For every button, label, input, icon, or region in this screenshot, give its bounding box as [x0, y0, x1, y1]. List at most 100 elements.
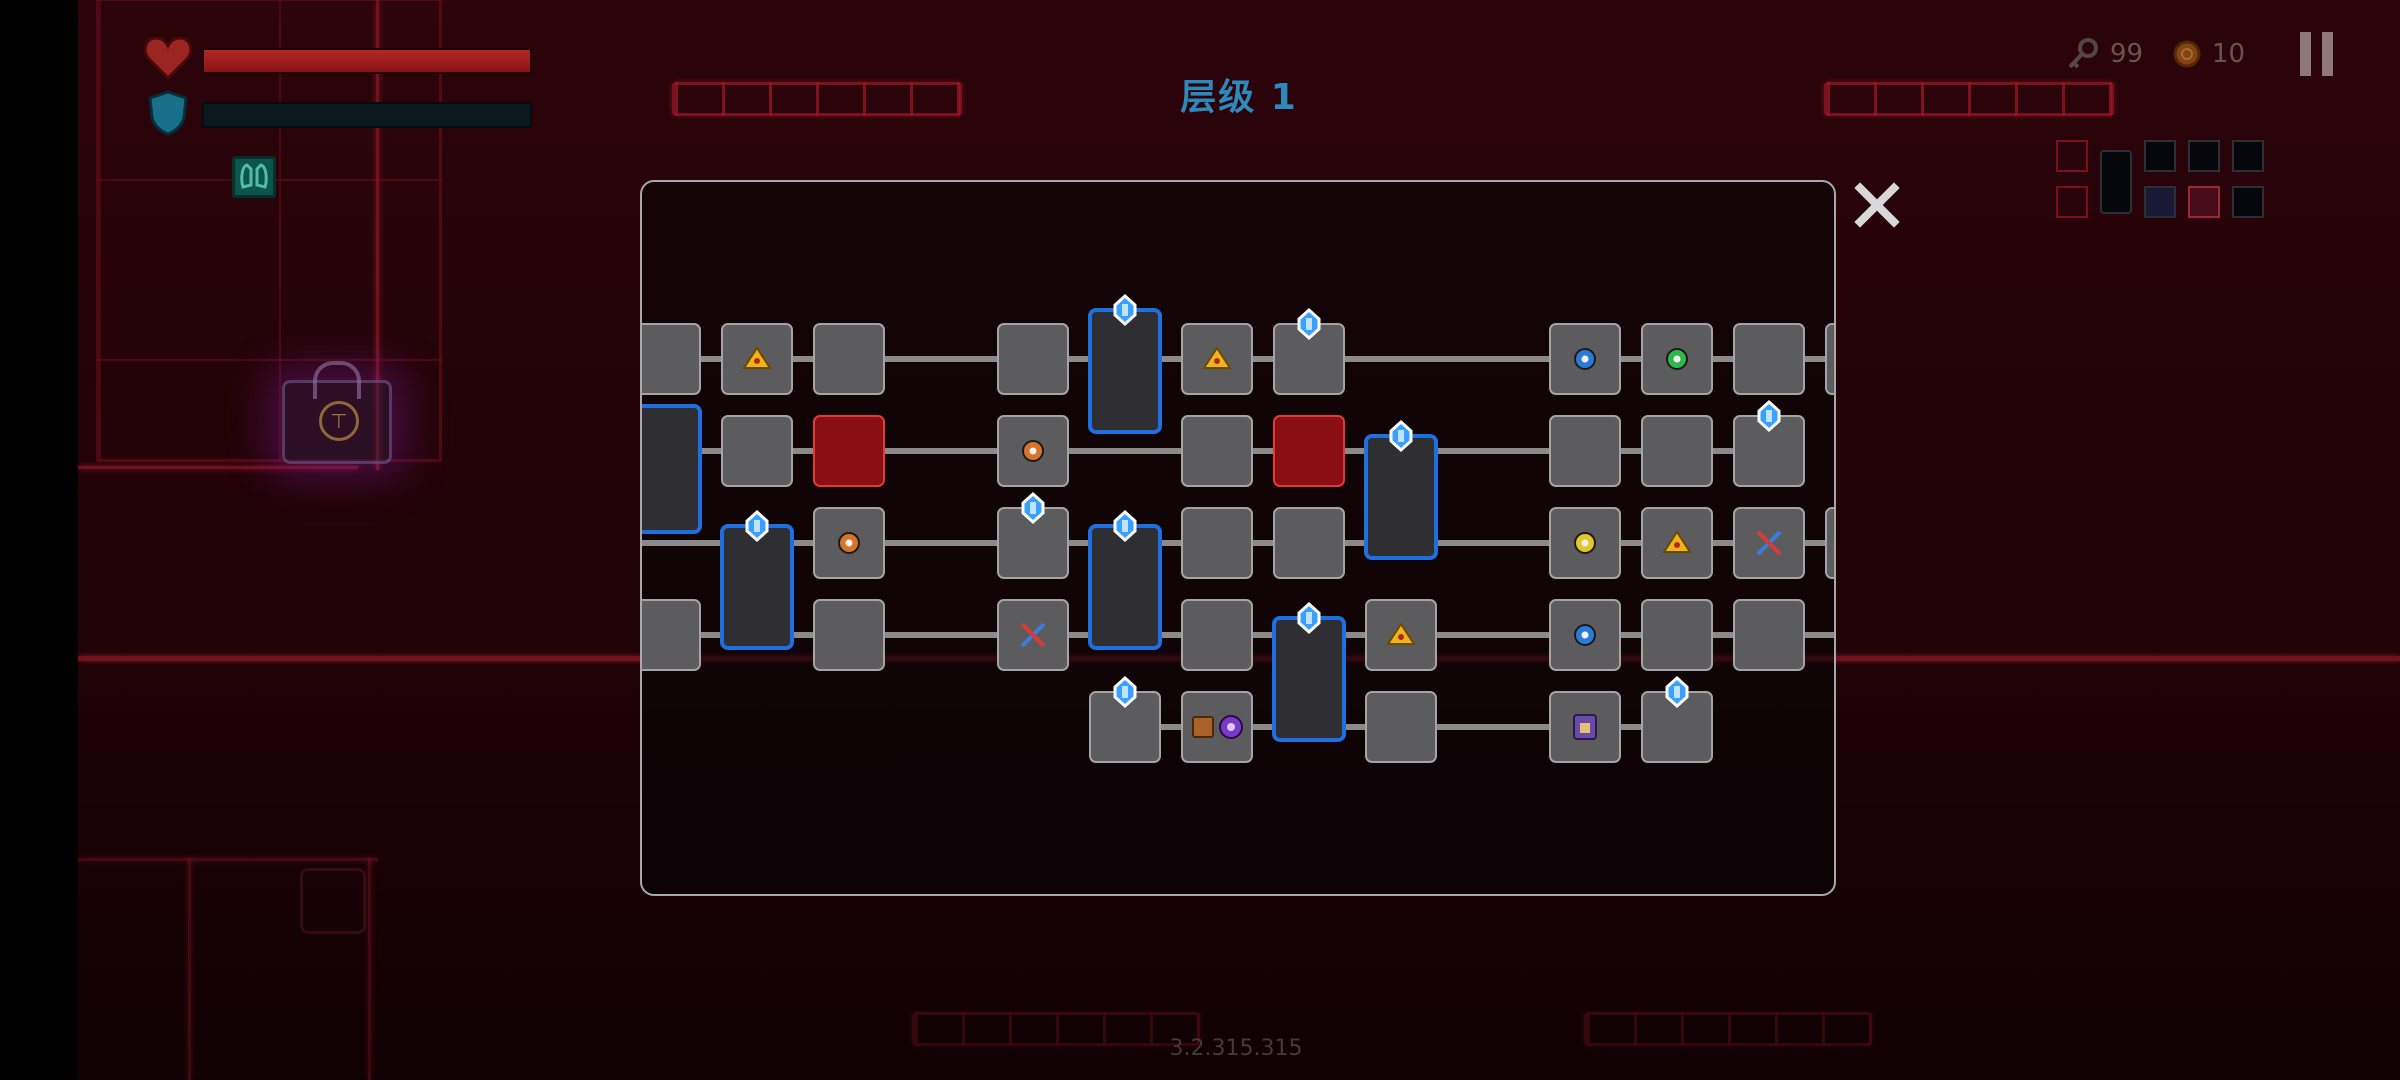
- faded-lock-icon: [300, 868, 366, 934]
- close-map-button[interactable]: [1852, 180, 1902, 230]
- locked-chest-icon-lock: [1580, 723, 1590, 733]
- keys-count: 99: [2110, 39, 2144, 69]
- minimap-cell: [2188, 186, 2220, 218]
- heart-icon: [144, 36, 192, 80]
- locked-chest[interactable]: ⊤: [282, 361, 392, 464]
- map-room: [642, 599, 701, 671]
- wall-line: [376, 0, 379, 470]
- floating-platform: [1824, 82, 2114, 116]
- map-room: [813, 507, 885, 579]
- map-room-box: [1364, 434, 1438, 560]
- lungs-glyph: [240, 163, 268, 189]
- minimap[interactable]: [2056, 140, 2270, 230]
- map-panel: [640, 180, 1836, 896]
- map-room-box: [1733, 599, 1805, 671]
- coins-count: 10: [2212, 39, 2246, 69]
- map-room-box: [1825, 507, 1834, 579]
- green-orb-icon-core: [1673, 355, 1681, 363]
- pause-icon-bar-left: [2300, 32, 2311, 76]
- gem-marker-icon-shine: [1674, 686, 1680, 698]
- map-room: [1641, 323, 1713, 395]
- map-room: [813, 415, 885, 487]
- lungs-buff-icon[interactable]: [232, 156, 276, 198]
- map-room: [1549, 507, 1621, 579]
- chest-icon: [1192, 716, 1214, 738]
- gem-marker-icon-shine: [1766, 410, 1772, 422]
- shop-triangle-icon-dot: [1214, 358, 1220, 364]
- orange-orb-icon-core: [845, 539, 853, 547]
- minimap-cell: [2144, 186, 2176, 218]
- map-room: [1273, 507, 1345, 579]
- map-room: [1088, 524, 1162, 650]
- gem-marker-icon-shine: [1306, 612, 1312, 624]
- pause-button[interactable]: [2300, 32, 2336, 76]
- map-room-box: [1641, 415, 1713, 487]
- shield-icon: [148, 90, 188, 136]
- health-bar-fill: [204, 50, 530, 72]
- gem-marker-icon-shine: [1306, 318, 1312, 330]
- version-label: 3.2.315.315: [1169, 1036, 1303, 1061]
- coins-counter: 10: [2172, 34, 2245, 74]
- map-room: [1272, 616, 1346, 742]
- map-room: [1365, 691, 1437, 763]
- map-room-box: [1272, 616, 1346, 742]
- map-room-box: [642, 404, 702, 534]
- level-title: 层级 1: [1180, 77, 1298, 118]
- map-room-box: [1181, 507, 1253, 579]
- map-room: [642, 323, 701, 395]
- map-room-box: [1181, 599, 1253, 671]
- boss-skull-icon-eye: [1227, 723, 1235, 731]
- map-room-box: [1088, 524, 1162, 650]
- map-room-box: [1365, 691, 1437, 763]
- map-room-box: [813, 415, 885, 487]
- lower-ledge: [78, 858, 378, 861]
- map-room: [1825, 323, 1834, 395]
- gem-marker-icon-shine: [754, 520, 760, 532]
- map-room-box: [642, 599, 701, 671]
- map-room: [1181, 323, 1253, 395]
- gem-marker-icon-shine: [1122, 520, 1128, 532]
- crossed-swords-icon-blade: [1020, 622, 1046, 648]
- pause-icon-bar-right: [2322, 32, 2333, 76]
- floating-platform: [672, 82, 962, 116]
- map-room: [1181, 691, 1253, 763]
- shop-triangle-icon-dot: [754, 358, 760, 364]
- minimap-cell: [2056, 186, 2088, 218]
- map-room: [1273, 415, 1345, 487]
- shield-bar: [202, 102, 532, 128]
- map-room: [1641, 507, 1713, 579]
- map-room-box: [642, 323, 701, 395]
- map-room-box: [1733, 323, 1805, 395]
- map-room: [1364, 434, 1438, 560]
- map-room: [720, 524, 794, 650]
- map-room: [1733, 599, 1805, 671]
- close-x-icon: [1854, 182, 1900, 228]
- map-room: [1181, 415, 1253, 487]
- map-room-box: [720, 524, 794, 650]
- shop-triangle-icon-dot: [1674, 542, 1680, 548]
- map-room: [1549, 323, 1621, 395]
- health-bar: [202, 48, 532, 74]
- map-room: [997, 323, 1069, 395]
- map-room: [1549, 599, 1621, 671]
- map-room: [721, 323, 793, 395]
- map-room: [1181, 507, 1253, 579]
- map-room-box: [1181, 415, 1253, 487]
- map-room-box: [1825, 323, 1834, 395]
- shop-triangle-icon-dot: [1398, 634, 1404, 640]
- map-room: [1549, 415, 1621, 487]
- floating-platform: [1584, 1012, 1872, 1046]
- floating-platform: [912, 1012, 1200, 1046]
- map-room: [1088, 308, 1162, 434]
- map-room: [1641, 415, 1713, 487]
- yellow-orb-icon-core: [1581, 539, 1589, 547]
- wall-line-lower: [188, 858, 191, 1080]
- gem-marker-icon-shine: [1398, 430, 1404, 442]
- map-room: [997, 415, 1069, 487]
- blue-orb-icon-core: [1581, 631, 1589, 639]
- key-icon: [2068, 38, 2098, 69]
- minimap-cell: [2232, 140, 2264, 172]
- map-room: [1181, 599, 1253, 671]
- map-room-box: [1549, 415, 1621, 487]
- lock-shackle: [313, 361, 361, 399]
